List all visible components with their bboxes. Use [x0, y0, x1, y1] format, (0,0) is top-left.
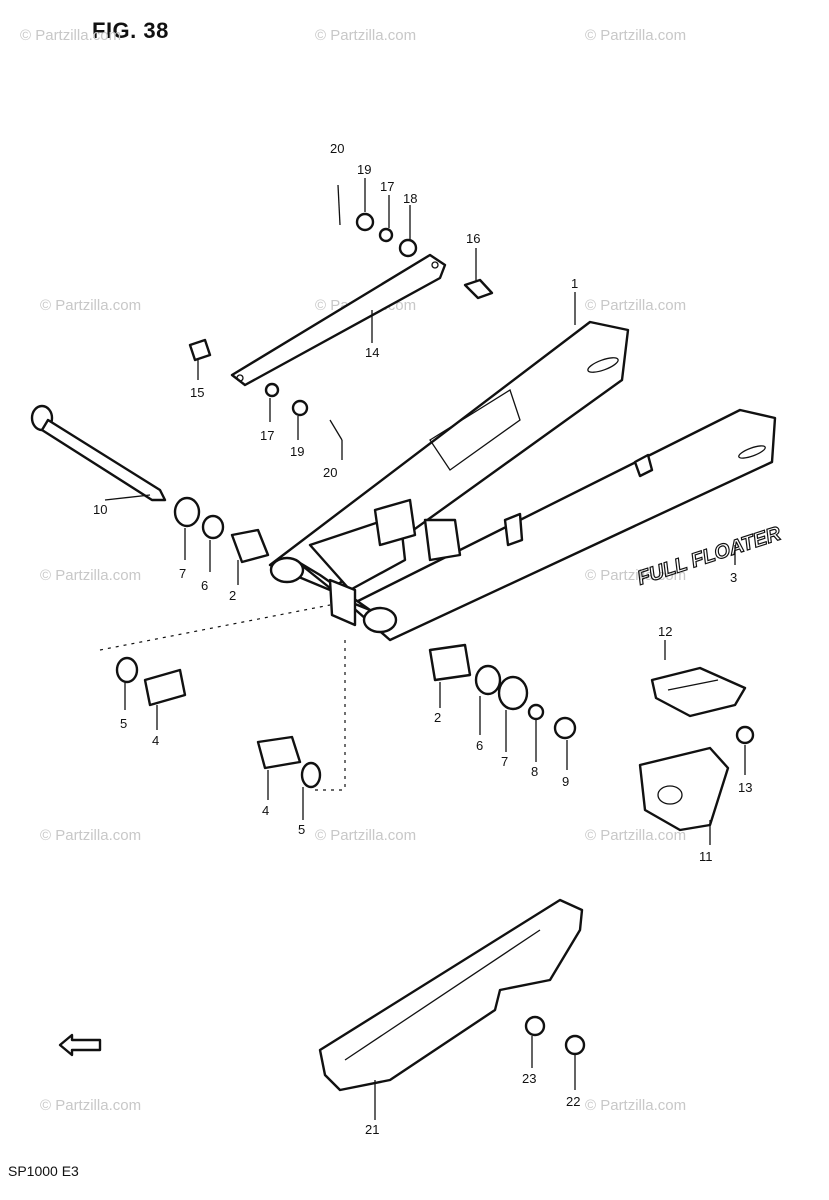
decal-text: FULL FLOATER — [635, 523, 784, 590]
callout-22: 22 — [566, 1094, 580, 1109]
torque-link — [230, 253, 447, 387]
callout-11: 11 — [699, 849, 713, 864]
callout-18: 18 — [403, 191, 417, 206]
watermark: © Partzilla.com — [585, 567, 686, 584]
callout-4: 4 — [152, 733, 159, 748]
callout-7: 7 — [179, 566, 186, 581]
callout-12: 12 — [658, 624, 672, 639]
chain-case — [318, 898, 584, 1092]
callout-2: 2 — [434, 710, 441, 725]
callout-21: 21 — [365, 1122, 379, 1137]
figure-title: FIG. 38 — [92, 18, 169, 43]
watermark: © Partzilla.com — [315, 827, 416, 844]
callout-6: 6 — [201, 578, 208, 593]
watermark: © Partzilla.com — [40, 827, 141, 844]
callout-3: 3 — [730, 570, 737, 585]
callout-1: 1 — [571, 276, 578, 291]
callout-4: 4 — [262, 803, 269, 818]
chain-adjuster-cover — [638, 725, 755, 832]
watermark: © Partzilla.com — [40, 297, 141, 314]
callout-8: 8 — [531, 764, 538, 779]
callout-10: 10 — [93, 502, 107, 517]
full-floater-decal: FULL FLOATER — [634, 522, 784, 590]
callout-19: 19 — [357, 162, 371, 177]
callout-9: 9 — [562, 774, 569, 789]
pivot-shaft — [30, 404, 167, 502]
callout-7: 7 — [501, 754, 508, 769]
callout-16: 16 — [466, 231, 480, 246]
hardware — [115, 184, 586, 1056]
watermark: © Partzilla.com — [585, 297, 686, 314]
watermark: © Partzilla.com — [40, 1097, 141, 1114]
model-code: SP1000 E3 — [8, 1163, 79, 1179]
swingarm — [268, 320, 777, 642]
callout-2: 2 — [229, 588, 236, 603]
callout-15: 15 — [190, 385, 204, 400]
watermark: © Partzilla.com — [585, 27, 686, 44]
callout-14: 14 — [365, 345, 379, 360]
callout-17: 17 — [260, 428, 274, 443]
watermark: © Partzilla.com — [585, 827, 686, 844]
callout-23: 23 — [522, 1071, 536, 1086]
leader-lines — [104, 178, 746, 1120]
callout-19: 19 — [290, 444, 304, 459]
callout-5: 5 — [120, 716, 127, 731]
callouts: 1 2 2 3 4 4 5 5 6 6 7 7 8 9 10 11 12 13 … — [93, 141, 752, 1137]
callout-13: 13 — [738, 780, 752, 795]
callout-20: 20 — [330, 141, 344, 156]
watermark: © Partzilla.com — [585, 1097, 686, 1114]
callout-5: 5 — [298, 822, 305, 837]
chain-guard-plate — [650, 666, 747, 718]
callout-20: 20 — [323, 465, 337, 480]
callout-17: 17 — [380, 179, 394, 194]
watermark: © Partzilla.com — [40, 567, 141, 584]
reference-lines — [99, 604, 346, 791]
watermark: © Partzilla.com — [20, 27, 121, 44]
front-direction-arrow-icon — [58, 1033, 102, 1057]
callout-6: 6 — [476, 738, 483, 753]
watermark: © Partzilla.com — [315, 27, 416, 44]
